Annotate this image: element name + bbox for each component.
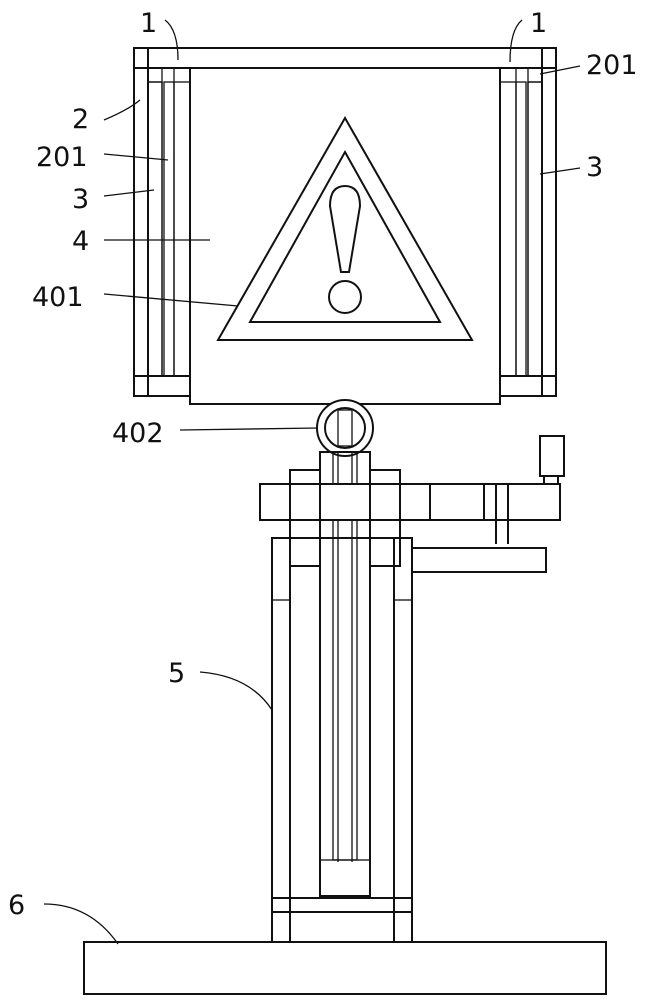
label-column-5: 5 (168, 658, 185, 689)
label-top-right-1: 1 (530, 8, 547, 39)
label-left-201: 201 (36, 142, 88, 173)
leader-lines (43, 19, 581, 945)
gear-box (259, 435, 565, 573)
hinge-joint (316, 399, 374, 457)
support-column (271, 537, 413, 943)
label-top-left-1: 1 (140, 8, 157, 39)
right-guide-assembly (515, 81, 543, 377)
left-guide-assembly (147, 81, 175, 377)
label-right-201: 201 (586, 50, 638, 81)
label-base-6: 6 (8, 890, 25, 921)
label-panel-4: 4 (72, 226, 89, 257)
warning-triangle (216, 115, 474, 341)
label-frame-2: 2 (72, 104, 89, 135)
sign-panel (189, 67, 501, 405)
base-plate (83, 941, 607, 995)
label-hinge-402: 402 (112, 418, 164, 449)
label-left-3: 3 (72, 184, 89, 215)
label-right-3: 3 (586, 152, 603, 183)
label-triangle-401: 401 (32, 282, 84, 313)
labels: 1 1 201 2 201 3 3 4 401 402 5 6 (8, 8, 638, 921)
